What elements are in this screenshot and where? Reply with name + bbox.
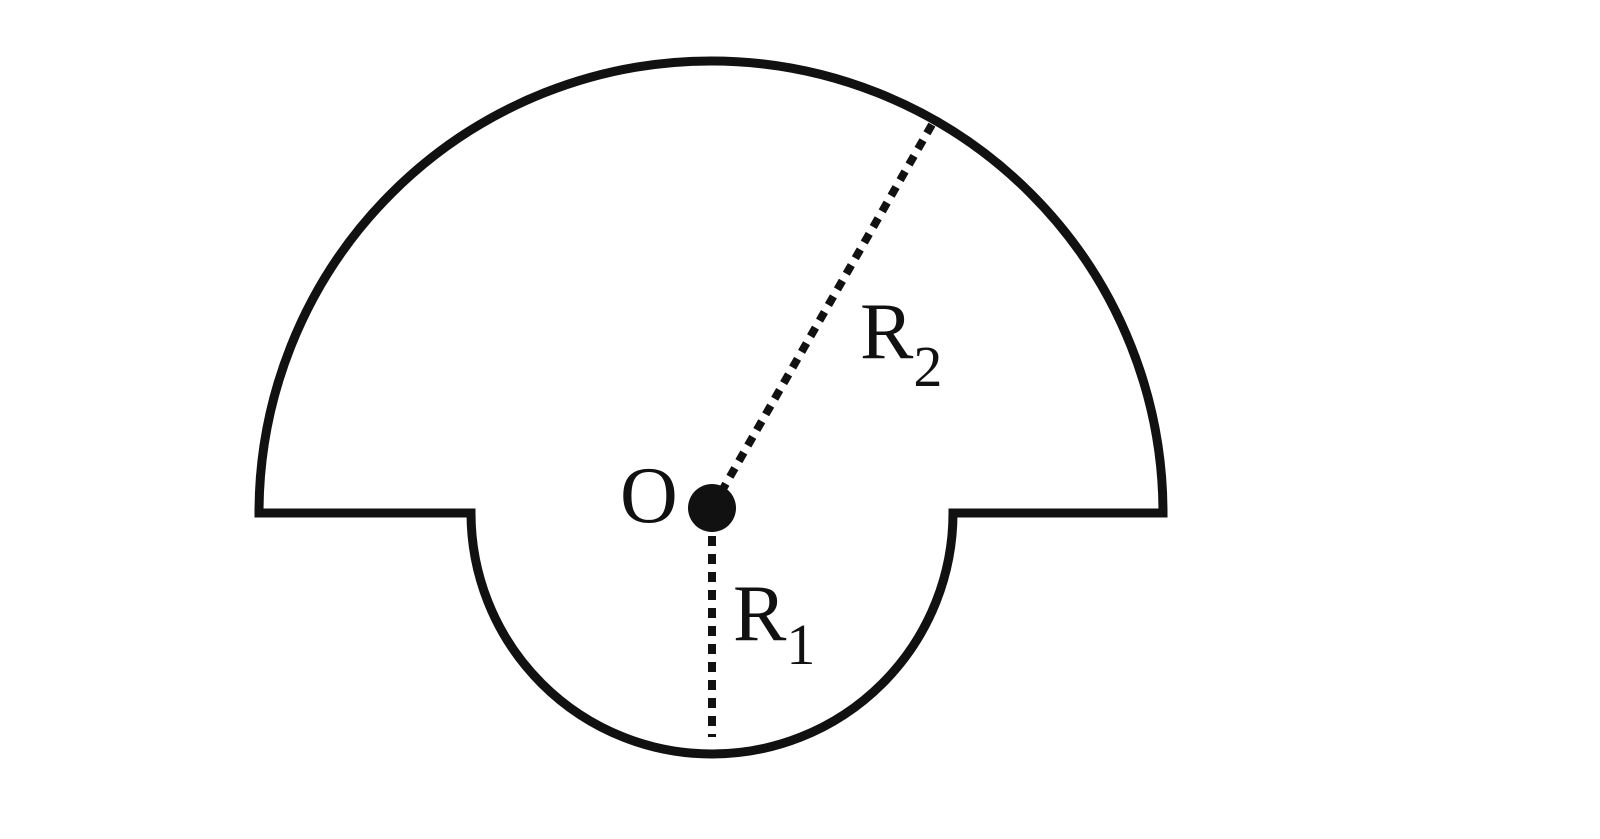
inner-radius-subscript: 1 [786, 612, 815, 677]
outer-radius-line [708, 119, 938, 510]
outer-radius-label: R2 [860, 288, 942, 399]
outer-radius-subscript: 2 [913, 334, 942, 399]
inner-radius-label: R1 [733, 570, 815, 677]
outer-radius-letter: R [860, 288, 914, 376]
center-label: O [620, 452, 678, 540]
center-point [688, 484, 736, 532]
inner-radius-letter: R [733, 570, 787, 658]
composite-outline [254, 56, 1168, 759]
